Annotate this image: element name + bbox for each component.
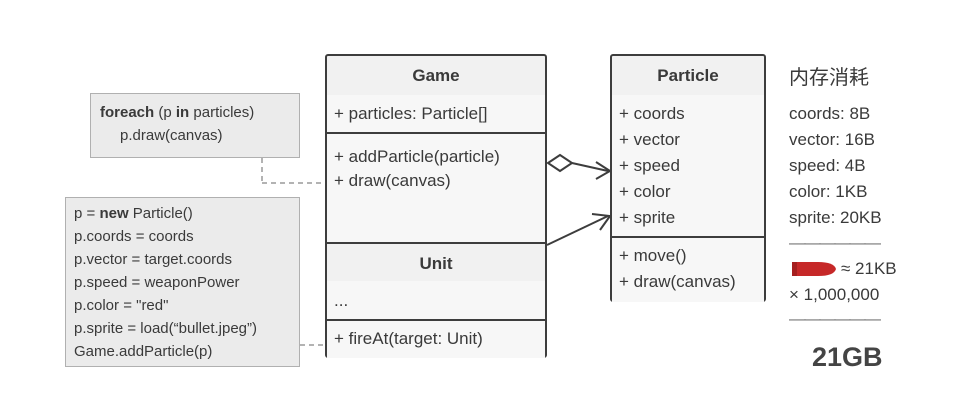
note-fire-code: p = new Particle() p.coords = coords p.v… (65, 197, 300, 367)
note-fire-line: p.color = "red" (74, 297, 169, 314)
memory-item: color: 1KB (789, 182, 868, 201)
memory-total: 21GB (812, 342, 883, 372)
particle-field: + sprite (619, 208, 676, 227)
note-draw-line2: p.draw(canvas) (120, 127, 223, 144)
note-draw-code: foreach (p in particles) p.draw(canvas) (90, 93, 300, 158)
particle-field: + vector (619, 130, 680, 149)
particle-method: + move() (619, 246, 687, 265)
bullet-icon (792, 262, 836, 276)
unit-method: + fireAt(target: Unit) (334, 329, 483, 348)
unit-field: ... (334, 291, 349, 310)
memory-item: speed: 4B (789, 156, 866, 175)
game-class: Game + particles: Particle[] + addPartic… (325, 54, 547, 358)
memory-divider: —————— (789, 233, 881, 252)
unit-fields: ... (327, 281, 545, 319)
memory-divider: —————— (789, 309, 881, 328)
aggregation-line (571, 162, 609, 172)
note-fire-line1: p = new Particle() (74, 205, 193, 222)
aggregation-diamond (546, 153, 574, 173)
particle-methods: + move() + draw(canvas) (612, 236, 764, 302)
game-class-title: Game (327, 56, 545, 97)
memory-item: coords: 8B (789, 104, 871, 123)
note-fire-line: p.vector = target.coords (74, 251, 232, 268)
game-fields: + particles: Particle[] (327, 95, 545, 132)
particle-method: + draw(canvas) (619, 272, 736, 291)
particle-class-title: Particle (612, 56, 764, 97)
particle-field: + speed (619, 156, 680, 175)
memory-multiplier: × 1,000,000 (789, 285, 880, 304)
game-method: + addParticle(particle) (334, 147, 500, 166)
dependency-line (546, 215, 609, 246)
particle-field: + color (619, 182, 671, 201)
note-fire-line: Game.addParticle(p) (74, 343, 213, 360)
note-draw-line1: foreach (p in particles) (100, 104, 255, 121)
note-fire-line: p.sprite = load(“bullet.jpeg”) (74, 320, 258, 337)
memory-per-particle: ≈ 21KB (841, 259, 897, 278)
unit-class-title: Unit (327, 242, 545, 285)
memory-item: vector: 16B (789, 130, 875, 149)
particle-class: Particle + coords + vector + speed + col… (610, 54, 766, 302)
game-methods: + addParticle(particle) + draw(canvas) (327, 132, 545, 244)
unit-methods: + fireAt(target: Unit) (327, 319, 545, 358)
particle-fields: + coords + vector + speed + color + spri… (612, 95, 764, 236)
game-method: + draw(canvas) (334, 171, 451, 190)
memory-item: sprite: 20KB (789, 208, 882, 227)
game-field: + particles: Particle[] (334, 104, 488, 123)
particle-field: + coords (619, 104, 685, 123)
note-fire-line: p.coords = coords (74, 228, 194, 245)
note-fire-line: p.speed = weaponPower (74, 274, 240, 291)
memory-title: 内存消耗 (789, 67, 869, 89)
